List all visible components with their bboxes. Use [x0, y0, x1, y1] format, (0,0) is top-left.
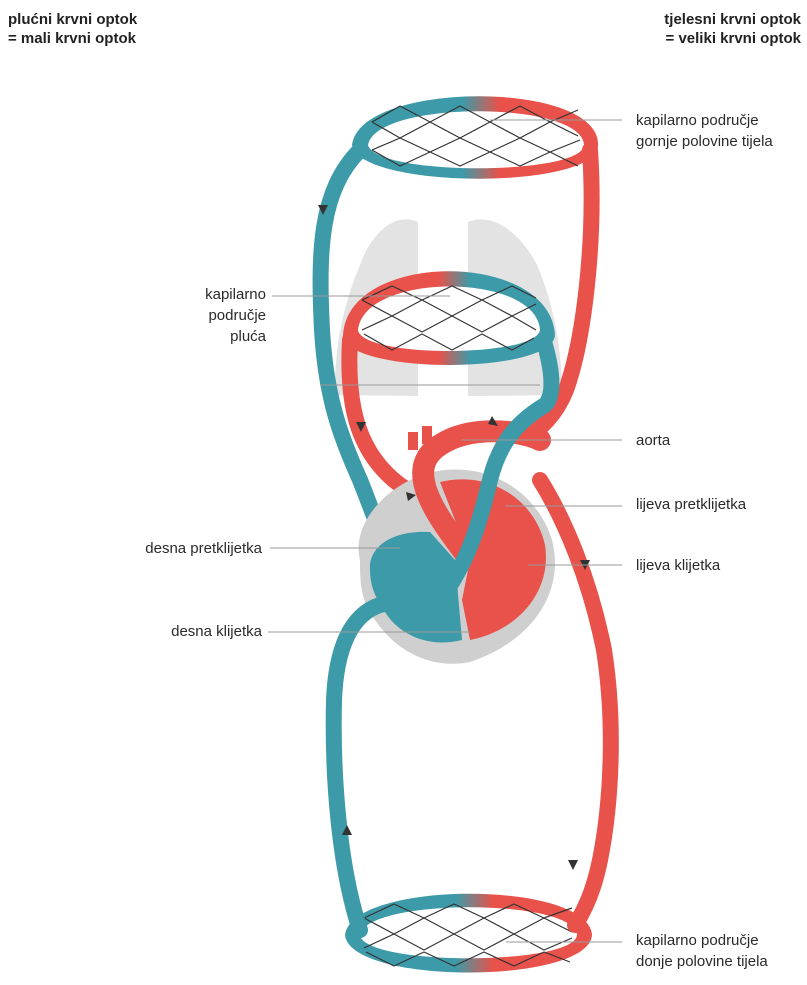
arrow-icon — [568, 860, 578, 870]
aorta-branch-1 — [408, 432, 418, 450]
right-atrium-label: desna pretklijetka — [145, 538, 262, 559]
lower-capillaries-line2: donje polovine tijela — [636, 951, 768, 972]
lung-capillaries-line2: područje — [205, 305, 266, 326]
aorta-label: aorta — [636, 430, 670, 451]
systemic-circulation-header: tjelesni krvni optok = veliki krvni opto… — [664, 10, 801, 48]
lower-capillaries-label: kapilarno područje donje polovine tijela — [636, 930, 768, 972]
header-left-line1: plućni krvni optok — [8, 10, 137, 29]
upper-capillaries-label: kapilarno područje gornje polovine tijel… — [636, 110, 773, 152]
lung-capillaries-line1: kapilarno — [205, 284, 266, 305]
upper-capillary-network — [352, 96, 598, 179]
pulmonary-circulation-header: plućni krvni optok = mali krvni optok — [8, 10, 137, 48]
left-atrium-label: lijeva pretklijetka — [636, 494, 746, 515]
left-ventricle-label: lijeva klijetka — [636, 555, 720, 576]
right-ventricle-label: desna klijetka — [171, 621, 262, 642]
lung-capillaries-line3: pluća — [205, 326, 266, 347]
header-right-line1: tjelesni krvni optok — [664, 10, 801, 29]
lower-capillaries-line1: kapilarno područje — [636, 930, 768, 951]
aorta-branch-2 — [422, 426, 432, 444]
lung-capillaries-label: kapilarno područje pluća — [205, 284, 266, 347]
upper-capillaries-line1: kapilarno područje — [636, 110, 773, 131]
header-left-line2: = mali krvni optok — [8, 29, 137, 48]
lower-capillary-network — [345, 894, 592, 973]
upper-capillaries-line2: gornje polovine tijela — [636, 131, 773, 152]
header-right-line2: = veliki krvni optok — [664, 29, 801, 48]
